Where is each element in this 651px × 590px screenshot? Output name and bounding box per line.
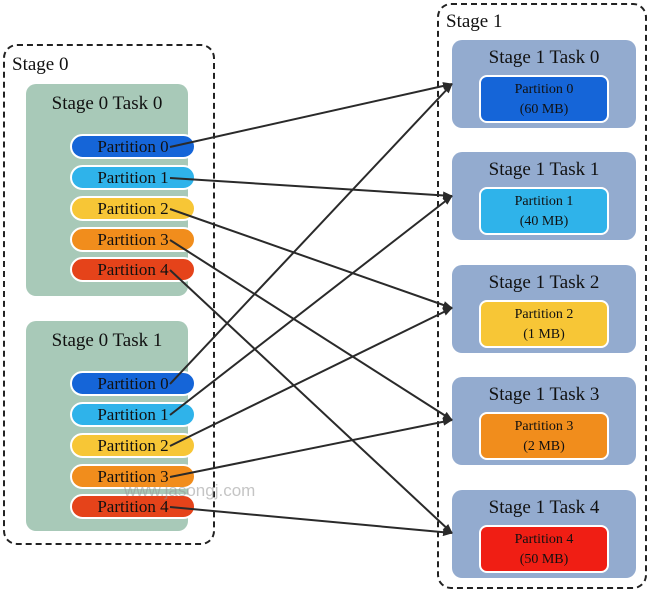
stage-1-task-2-partition-label: Partition 2 — [514, 307, 574, 322]
stage-1-task-0-title: Stage 1 Task 0 — [488, 47, 600, 68]
stage-1-task-3-partition-size: (2 MB) — [523, 439, 565, 454]
arrow-t1-p3 — [169, 417, 453, 478]
stage-0-task-0-partition-4: Partition 4 — [70, 257, 196, 282]
stage-1-task-3-partition: Partition 3 (2 MB) — [479, 412, 609, 460]
stage-0-task-0: Stage 0 Task 0 Partition 0 Partition 1 P… — [26, 84, 196, 296]
stage-1-task-4: Stage 1 Task 4 Partition 4 (50 MB) — [452, 490, 636, 578]
watermark-text: www.jasongj.com — [124, 481, 256, 500]
stage-0-label: Stage 0 — [12, 54, 69, 75]
stage-1-task-1: Stage 1 Task 1 Partition 1 (40 MB) — [452, 152, 636, 240]
stage-1-task-0-partition: Partition 0 (60 MB) — [479, 75, 609, 123]
stage-1-container — [437, 3, 647, 589]
stage-1-task-1-title: Stage 1 Task 1 — [488, 159, 600, 180]
stage-1-task-3-partition-label: Partition 3 — [514, 419, 574, 434]
stage-0-task-0-partition-3: Partition 3 — [70, 227, 196, 252]
stage-0-task-1-partition-3: Partition 3 — [70, 464, 196, 489]
stage-1-task-3-title: Stage 1 Task 3 — [488, 384, 600, 405]
arrow-t0-p0 — [169, 82, 453, 148]
stage-0-task-1-partition-1: Partition 1 — [70, 402, 196, 427]
stage-0-task-1-partition-0: Partition 0 — [70, 371, 196, 396]
stage-0-task-1: Stage 0 Task 1 Partition 0 Partition 1 P… — [26, 321, 196, 531]
stage-1-task-1-partition-size: (40 MB) — [519, 214, 569, 229]
stage-1-task-2: Stage 1 Task 2 Partition 2 (1 MB) — [452, 265, 636, 353]
stage-1-label: Stage 1 — [446, 11, 503, 32]
stage-0-container — [3, 44, 215, 545]
arrow-t1-p4 — [169, 506, 453, 537]
stage-1-task-1-partition-label: Partition 1 — [514, 194, 574, 209]
stage-1-task-0-partition-size: (60 MB) — [519, 102, 569, 117]
stage-1-task-1-partition: Partition 1 (40 MB) — [479, 187, 609, 235]
stage-0-task-1-partition-2: Partition 2 — [70, 433, 196, 458]
arrow-t0-p4 — [169, 269, 453, 534]
stage-1-task-3: Stage 1 Task 3 Partition 3 (2 MB) — [452, 377, 636, 465]
stage-0-task-0-partition-2: Partition 2 — [70, 196, 196, 221]
stage-1-task-0-partition-label: Partition 0 — [514, 82, 574, 97]
stage-1-task-4-partition: Partition 4 (50 MB) — [479, 525, 609, 573]
stage-1-task-2-title: Stage 1 Task 2 — [488, 272, 600, 293]
arrow-t0-p2 — [169, 208, 453, 309]
stage-1-task-4-partition-size: (50 MB) — [519, 552, 569, 567]
stage-1-task-2-partition: Partition 2 (1 MB) — [479, 300, 609, 348]
stage-0-task-1-title: Stage 0 Task 1 — [51, 330, 163, 351]
stage-1-task-4-title: Stage 1 Task 4 — [488, 497, 600, 518]
arrow-t1-p1 — [169, 195, 453, 416]
stage-0-task-0-title: Stage 0 Task 0 — [51, 93, 163, 114]
stage-1-task-2-partition-size: (1 MB) — [523, 327, 565, 342]
arrow-t1-p0 — [169, 83, 453, 385]
stage-1-task-4-partition-label: Partition 4 — [514, 532, 574, 547]
arrow-t1-p2 — [169, 307, 453, 447]
arrow-t0-p3 — [169, 239, 453, 421]
stage-1-task-0: Stage 1 Task 0 Partition 0 (60 MB) — [452, 40, 636, 128]
arrow-t0-p1 — [169, 177, 453, 200]
